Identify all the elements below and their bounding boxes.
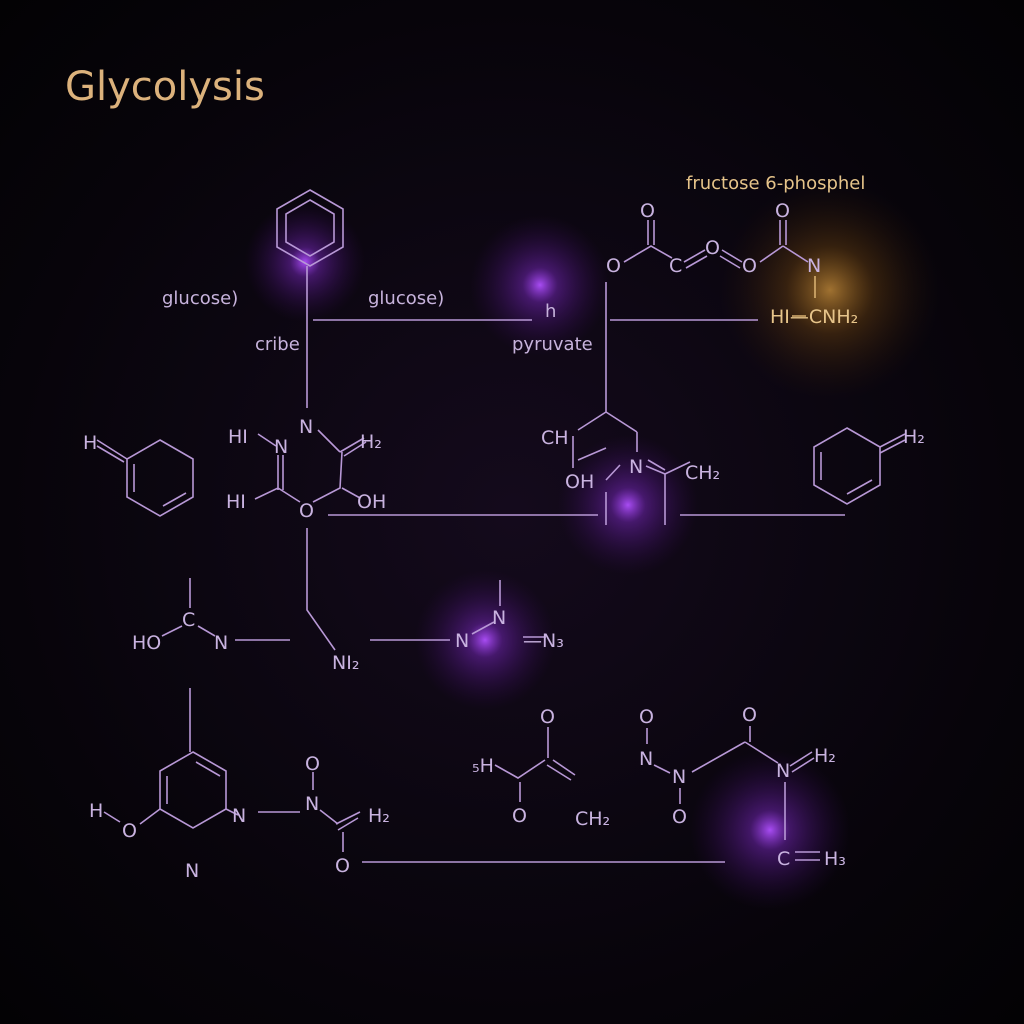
atom: H₂ bbox=[814, 745, 836, 767]
atom: H₂ bbox=[903, 426, 925, 448]
atom: N bbox=[299, 416, 313, 438]
atom: OH bbox=[565, 471, 594, 493]
atom: HO bbox=[132, 632, 161, 654]
atom: O bbox=[775, 200, 790, 222]
label-cribe: cribe bbox=[255, 334, 300, 355]
atom: O bbox=[305, 753, 320, 775]
atom: HI—CNH₂ bbox=[770, 306, 858, 328]
atom: CH bbox=[541, 427, 569, 449]
atom: O bbox=[512, 805, 527, 827]
label-glucose: glucose) bbox=[368, 288, 444, 309]
atom: H bbox=[83, 432, 97, 454]
atom: H₃ bbox=[824, 848, 846, 870]
label-h: h bbox=[545, 301, 556, 322]
atom: O bbox=[606, 255, 621, 277]
atom: O bbox=[705, 237, 720, 259]
atom: N bbox=[305, 793, 319, 815]
atom: N bbox=[274, 436, 288, 458]
glow bbox=[690, 750, 850, 910]
atom: —N₃ bbox=[523, 630, 564, 652]
atom: H bbox=[89, 800, 103, 822]
atom: N bbox=[492, 607, 506, 629]
atom: NI₂ bbox=[332, 652, 359, 674]
label-pyruvate: pyruvate bbox=[512, 334, 593, 355]
atom: O bbox=[299, 500, 314, 522]
atom: HI bbox=[228, 426, 248, 448]
atom: N bbox=[214, 632, 228, 654]
atom: CH₂ bbox=[575, 808, 610, 830]
glow bbox=[558, 435, 698, 575]
bonds bbox=[96, 189, 906, 863]
atom: C bbox=[777, 848, 790, 870]
atom-labels: O O C O O O N HI—CNH₂ H HI N N H₂ HI O O… bbox=[83, 200, 925, 882]
glows bbox=[245, 180, 940, 910]
atom: H₂ bbox=[368, 805, 390, 827]
atom: O bbox=[742, 704, 757, 726]
atom: N bbox=[639, 748, 653, 770]
atom: N bbox=[776, 760, 790, 782]
atom: O bbox=[742, 255, 757, 277]
atom: O bbox=[672, 806, 687, 828]
atom: N bbox=[232, 805, 246, 827]
atom: C bbox=[669, 255, 682, 277]
atom: N bbox=[185, 860, 199, 882]
label-glucose: glucose) bbox=[162, 288, 238, 309]
atom: O bbox=[639, 706, 654, 728]
glow bbox=[245, 202, 365, 322]
atom: O bbox=[640, 200, 655, 222]
glow bbox=[415, 570, 555, 710]
atom: HI bbox=[226, 491, 246, 513]
atom: O bbox=[335, 855, 350, 877]
page-title: Glycolysis bbox=[65, 64, 265, 110]
gold-glow bbox=[720, 180, 940, 400]
atom: O bbox=[122, 820, 137, 842]
atom: N bbox=[807, 255, 821, 277]
atom: CH₂ bbox=[685, 462, 720, 484]
atom: C bbox=[182, 609, 195, 631]
text-labels: fructose 6-phosphel glucose) glucose) cr… bbox=[162, 173, 865, 355]
label-fructose-6-phosphate: fructose 6-phosphel bbox=[686, 173, 865, 194]
atom: ₅H bbox=[472, 755, 494, 777]
atom: H₂ bbox=[360, 431, 382, 453]
atom: N bbox=[629, 456, 643, 478]
atom: OH bbox=[357, 491, 386, 513]
atom: N bbox=[455, 630, 469, 652]
atom: N bbox=[672, 766, 686, 788]
atom: O bbox=[540, 706, 555, 728]
